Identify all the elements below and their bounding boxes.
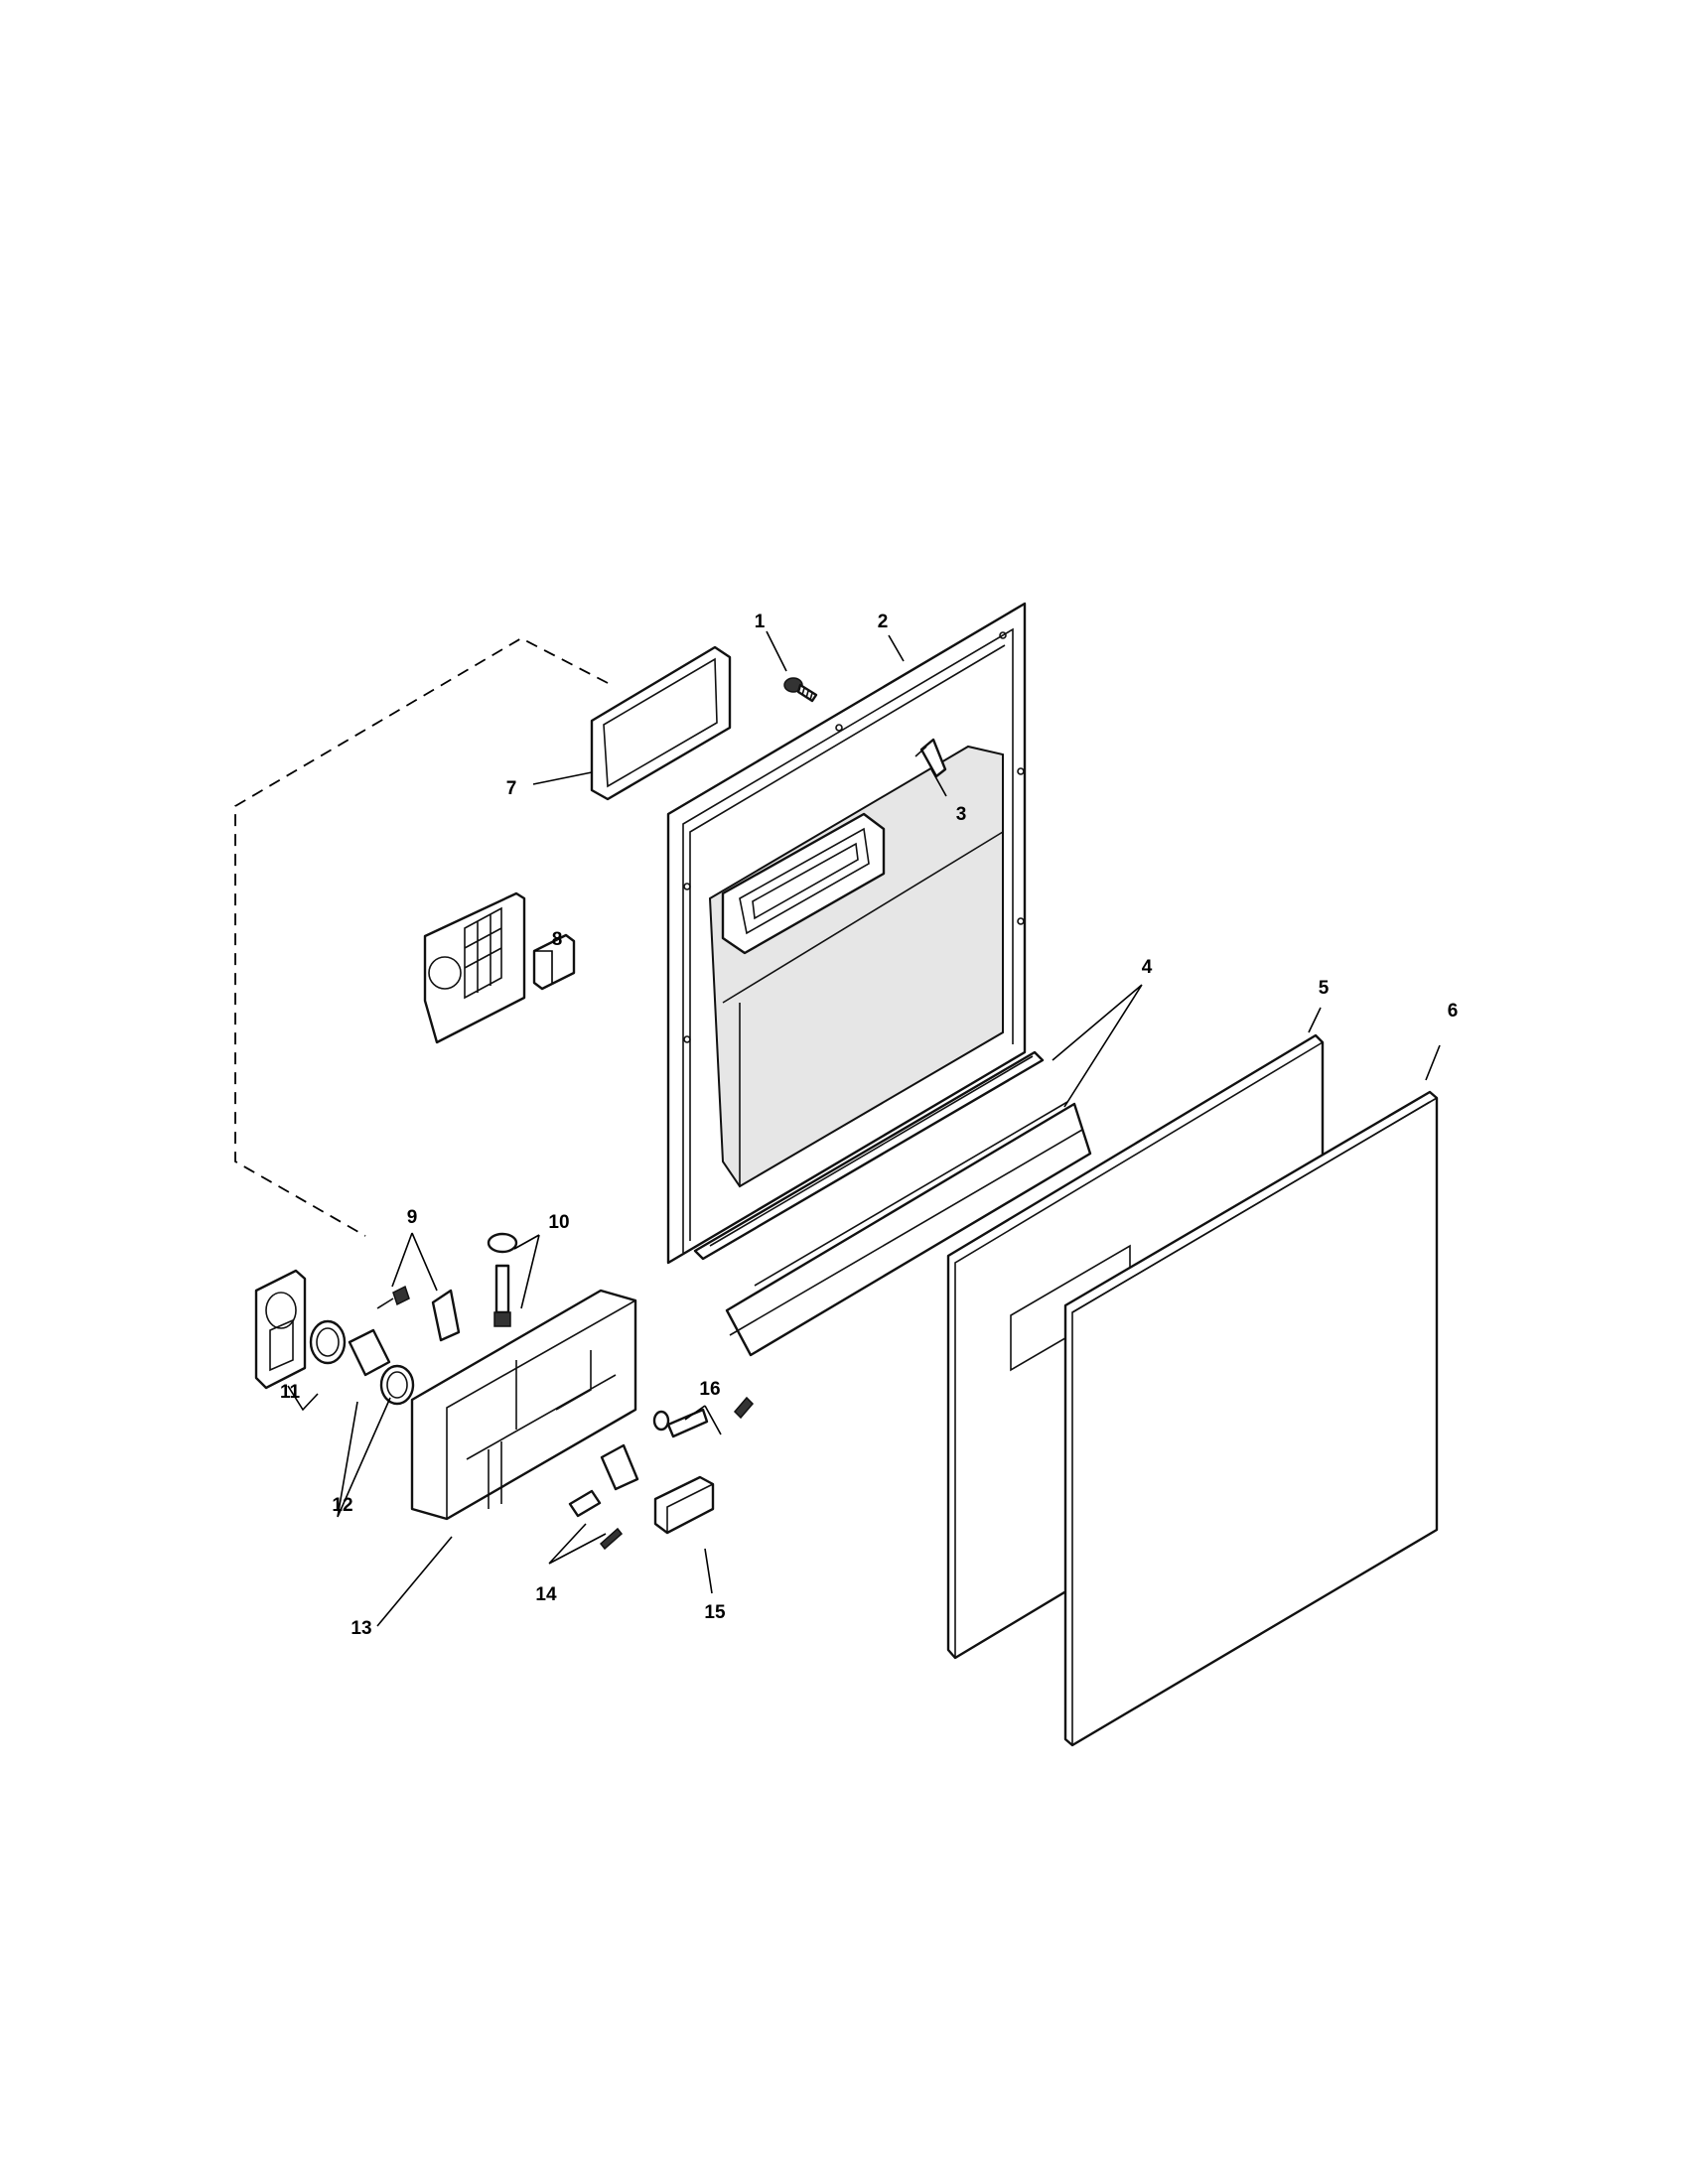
callout-3: 3: [956, 804, 967, 825]
spring-lever: [376, 1285, 461, 1342]
dashed-group-outline: [234, 636, 609, 1237]
callout-9: 9: [407, 1207, 418, 1228]
callout-5: 5: [1319, 978, 1330, 999]
dispenser-cover: [254, 1269, 307, 1390]
callout-6: 6: [1448, 1001, 1459, 1022]
bottom-trim: [693, 1050, 1092, 1357]
callout-11: 11: [280, 1382, 301, 1403]
pin-spring-set: [652, 1396, 755, 1438]
front-door-panel: [1063, 1090, 1439, 1747]
callout-12: 12: [332, 1495, 352, 1516]
callout-10: 10: [548, 1212, 569, 1233]
callout-13: 13: [351, 1618, 371, 1639]
seal-rings: [309, 1319, 415, 1406]
latch-levers: [568, 1443, 639, 1551]
dispenser-housing: [410, 1289, 637, 1521]
float-pin: [487, 1232, 518, 1327]
callout-16: 16: [699, 1379, 720, 1400]
rinse-aid-assembly: [423, 891, 576, 1044]
leader-lines: [287, 630, 1441, 1627]
callout-1: 1: [755, 612, 766, 632]
callout-8: 8: [552, 929, 563, 950]
dispenser-gasket: [590, 645, 732, 801]
callout-2: 2: [878, 612, 889, 632]
microswitch: [653, 1475, 715, 1535]
screw: [783, 677, 818, 703]
callout-4: 4: [1142, 957, 1153, 978]
callout-7: 7: [506, 778, 517, 799]
callout-15: 15: [704, 1602, 726, 1623]
callout-14: 14: [535, 1584, 557, 1605]
hinge-clip: [914, 738, 947, 778]
